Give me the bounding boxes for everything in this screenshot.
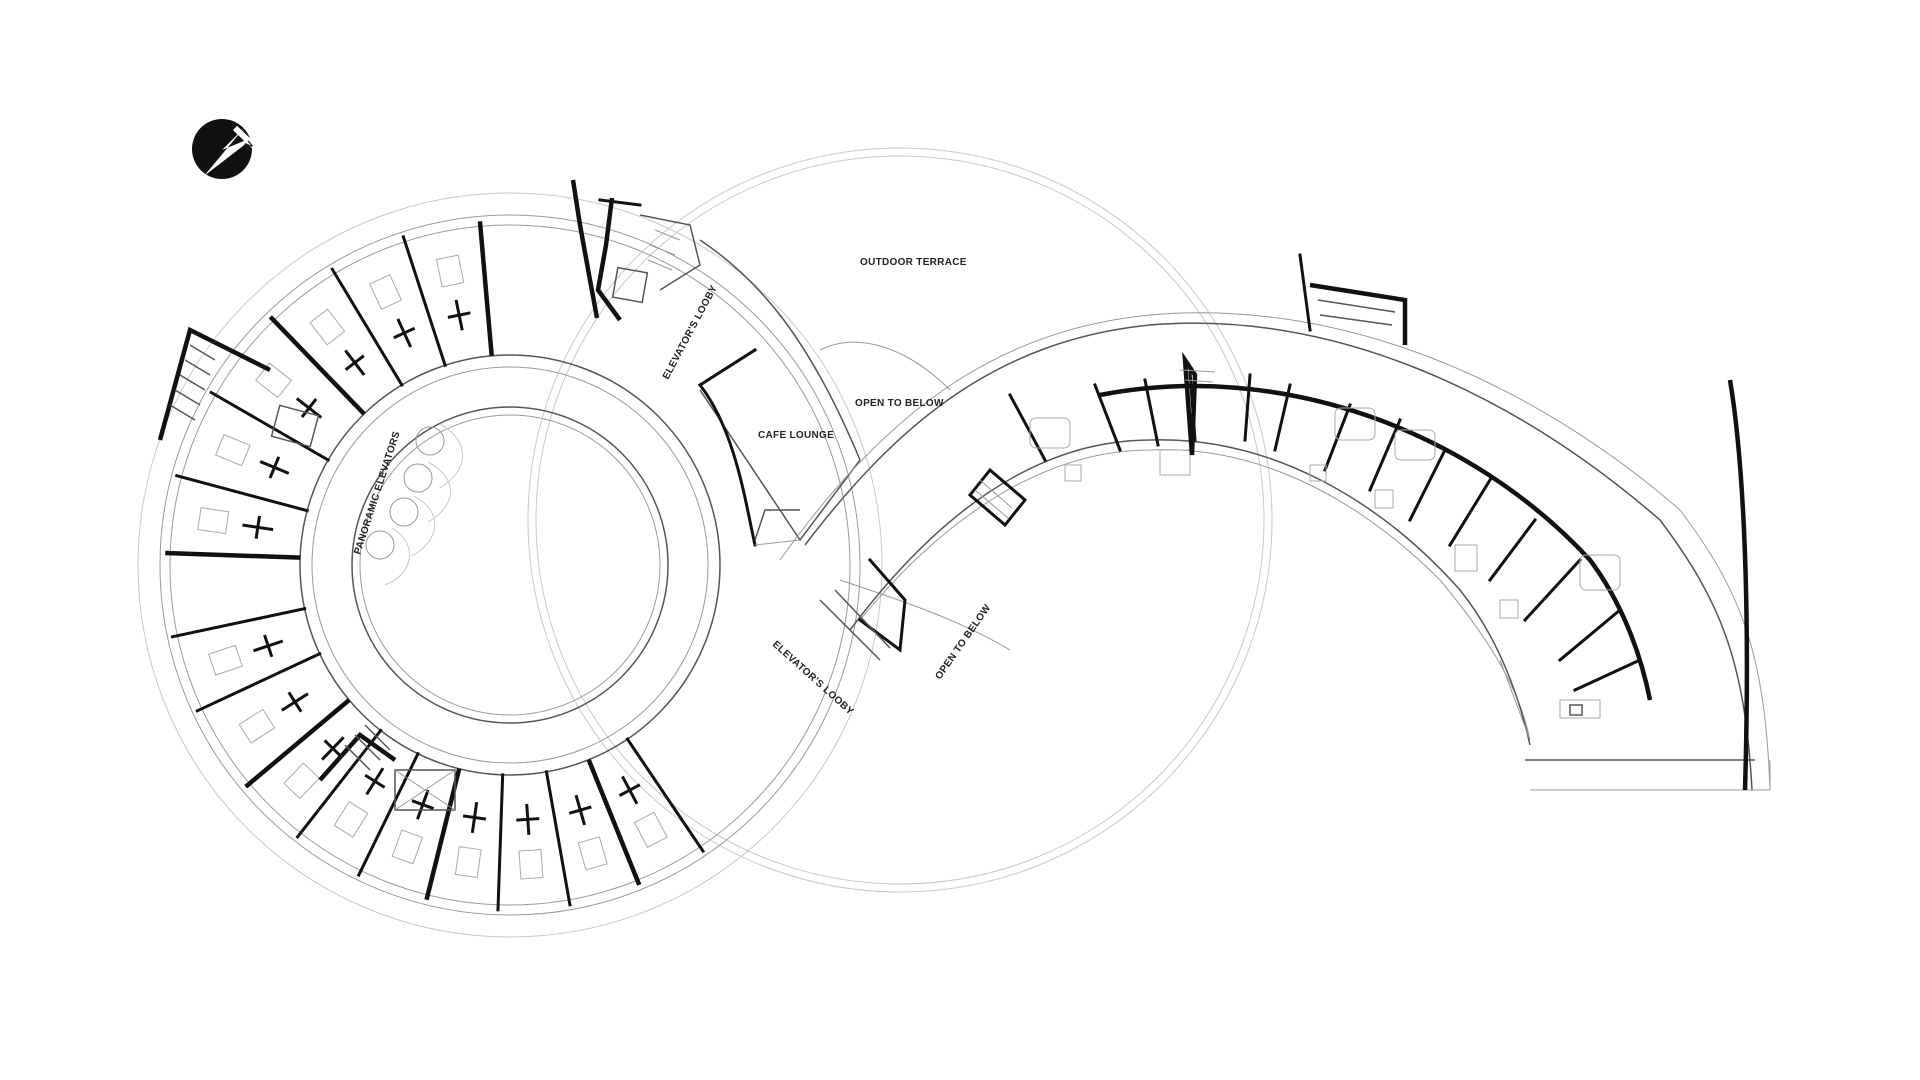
room-partition	[330, 267, 404, 388]
room-partition	[1007, 392, 1048, 463]
bathroom-wall	[568, 794, 592, 826]
room-partition	[356, 751, 420, 878]
bed	[255, 362, 293, 399]
bed	[518, 849, 544, 880]
bed	[391, 829, 424, 865]
label-outdoor-terrace: OUTDOOR TERRACE	[860, 257, 967, 268]
room-partition	[1093, 383, 1122, 452]
bathroom-wall	[295, 397, 323, 419]
arc-wing	[779, 312, 1771, 791]
bathroom-wall	[281, 691, 309, 713]
bed	[238, 708, 276, 744]
room-partition	[165, 550, 301, 560]
bathroom-wall	[321, 736, 345, 761]
bed	[633, 811, 668, 849]
label-panoramic-elevators: PANORAMIC ELEVATORS	[352, 430, 402, 556]
room-partition	[195, 651, 322, 713]
room-partition	[477, 221, 494, 356]
room-partition	[268, 315, 366, 416]
room-partition	[424, 768, 462, 901]
bed	[309, 308, 346, 346]
bathroom-wall	[344, 349, 366, 376]
bed	[283, 762, 320, 800]
label-cafe-lounge: CAFE LOUNGE	[758, 430, 834, 441]
cafe-lounge-area	[697, 239, 1011, 651]
room-furniture-left	[197, 254, 668, 880]
room-partition	[1143, 378, 1160, 447]
label-elevators-lobby-top: ELEVATOR'S LOOBY	[661, 284, 720, 382]
label-open-to-below-bottom: OPEN TO BELOW	[933, 603, 993, 682]
room-partition	[544, 770, 572, 907]
stair-core-arc-top	[1298, 253, 1408, 345]
stair-core-arc-left	[819, 467, 1028, 661]
room-partition	[1243, 373, 1252, 442]
bathroom-wall	[253, 634, 284, 658]
bed	[197, 507, 230, 535]
bathroom-wall	[516, 803, 540, 835]
stair-core-lower	[318, 724, 456, 811]
bed	[333, 801, 369, 838]
room-partition	[1323, 403, 1352, 472]
room-partition	[1273, 383, 1292, 452]
room-partition	[586, 758, 642, 886]
north-arrow-icon: N	[192, 119, 261, 179]
room-partition	[496, 773, 505, 912]
bathroom-wall	[242, 515, 274, 539]
room-partition	[244, 698, 351, 789]
room-partition	[1368, 418, 1402, 492]
bathroom-wall	[364, 767, 386, 796]
bathroom-wall	[447, 299, 471, 331]
bathroom-wall	[411, 789, 435, 820]
room-partitions-left	[165, 221, 706, 912]
terrace-ring	[527, 147, 1273, 893]
label-open-to-below-top: OPEN TO BELOW	[855, 398, 944, 409]
room-partition	[401, 234, 447, 368]
bathroom-wall	[618, 775, 641, 805]
label-elevators-lobby-bottom: ELEVATOR'S LOOBY	[770, 639, 855, 717]
room-partition	[1557, 607, 1623, 663]
bed	[215, 434, 251, 467]
bathroom-wall	[259, 456, 290, 479]
room-partition	[1447, 477, 1493, 548]
bed	[369, 274, 403, 310]
bed	[436, 254, 465, 288]
stair-core-left	[157, 326, 320, 448]
bathroom-wall	[462, 801, 487, 834]
bed	[208, 644, 243, 676]
bed	[454, 846, 482, 879]
bathroom-wall	[393, 318, 416, 348]
room-partition	[174, 473, 309, 513]
left-tower-rings	[137, 192, 883, 938]
room-partition	[1487, 517, 1538, 583]
room-partition	[170, 606, 307, 639]
room-partition	[1522, 557, 1583, 623]
stair-core-upper	[570, 179, 701, 322]
room-partition	[209, 390, 331, 463]
panoramic-elevators	[365, 423, 463, 586]
room-partitions-right	[1007, 370, 1642, 692]
room-furniture-right	[1029, 351, 1621, 719]
room-partition	[295, 728, 383, 839]
bed	[577, 836, 608, 871]
room-partition	[1407, 447, 1448, 523]
room-partition	[1573, 658, 1642, 692]
room-partition	[625, 737, 706, 854]
